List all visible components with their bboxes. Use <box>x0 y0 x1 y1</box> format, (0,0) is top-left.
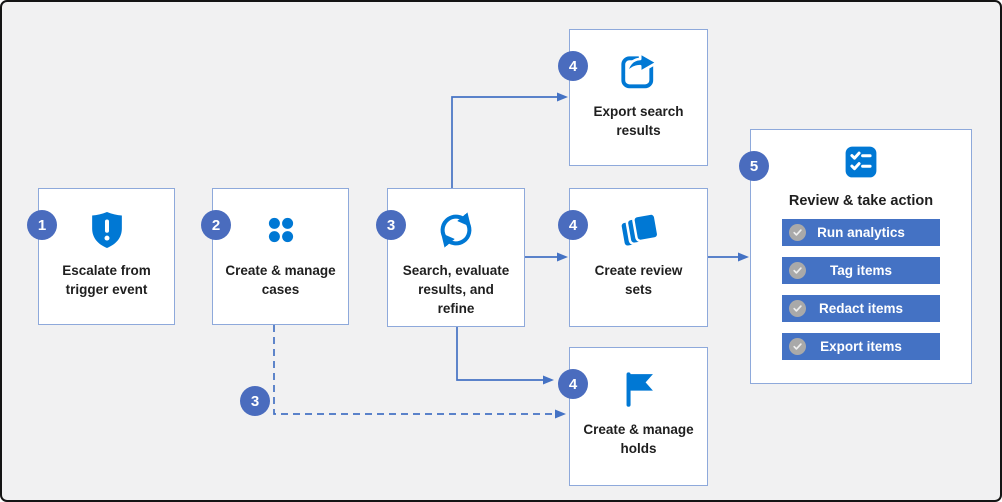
action-button-redact-items: Redact items <box>782 295 940 322</box>
connector-search-to-export <box>451 96 557 188</box>
action-button-label: Export items <box>820 339 902 354</box>
action-button-label: Tag items <box>829 263 892 278</box>
check-circle-icon <box>789 224 806 244</box>
node-create-review-sets: 4 Create review sets <box>558 188 708 327</box>
step-badge-1: 1 <box>27 210 57 240</box>
node-search-evaluate-refine: 3 Search, evaluate results, and refine <box>376 188 525 327</box>
step-badge-4a: 4 <box>558 51 588 81</box>
flag-icon <box>617 362 661 416</box>
node-escalate-from-trigger-event: 1 Escalate from trigger event <box>27 188 175 325</box>
dots-grid-icon <box>259 203 303 257</box>
check-circle-icon <box>789 262 806 282</box>
review-take-action-panel: 5 Review & take action <box>739 129 972 384</box>
check-circle-icon <box>789 300 806 320</box>
node-export-search-results: 4 Export search results <box>558 29 708 166</box>
step-badge-4b: 4 <box>558 210 588 240</box>
action-button-export-items: Export items <box>782 333 940 360</box>
node-label: Create & manage holds <box>583 422 694 457</box>
node-label: Search, evaluate results, and refine <box>402 263 510 317</box>
action-button-run-analytics: Run analytics <box>782 219 940 246</box>
node-label: Export search results <box>593 104 684 139</box>
node-label: Escalate from trigger event <box>62 263 151 298</box>
step-badge-2: 2 <box>201 210 231 240</box>
action-button-label: Run analytics <box>817 225 905 240</box>
arrowhead-to-holds <box>543 375 554 385</box>
task-checklist-icon <box>840 140 882 184</box>
step-badge-3: 3 <box>376 210 406 240</box>
connector-cases-to-holds-dashed <box>273 325 555 415</box>
node-label: Create review sets <box>594 263 683 298</box>
sync-arrows-icon <box>433 203 479 257</box>
arrowhead-to-review-sets <box>557 252 568 262</box>
node-create-manage-holds: 4 Create & manage holds <box>558 347 708 486</box>
node-create-manage-cases: 2 Create & manage cases <box>201 188 349 325</box>
shield-alert-icon <box>85 203 129 257</box>
export-share-icon <box>616 44 662 98</box>
layered-cards-icon <box>616 203 662 257</box>
arrowhead-to-review-action <box>738 252 749 262</box>
check-circle-icon <box>789 338 806 358</box>
step-badge-5: 5 <box>739 151 769 181</box>
step-badge-4c: 4 <box>558 369 588 399</box>
action-button-label: Redact items <box>818 301 904 316</box>
connector-search-to-holds <box>456 327 543 381</box>
step-badge-3-dashed-branch: 3 <box>240 386 270 416</box>
arrowhead-to-export <box>557 92 568 102</box>
panel-title: Review & take action <box>788 193 934 209</box>
action-button-list: Run analytics Tag items <box>782 219 940 360</box>
action-button-tag-items: Tag items <box>782 257 940 284</box>
arrowhead-dashed-to-holds <box>555 409 566 419</box>
node-label: Create & manage cases <box>225 263 336 298</box>
